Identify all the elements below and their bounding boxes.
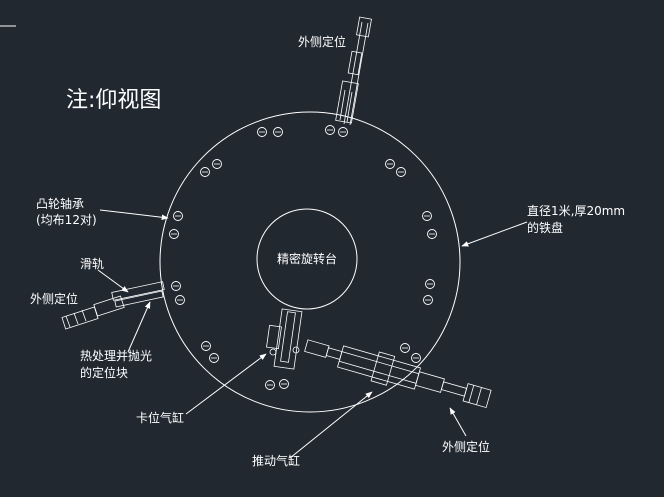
cam-bearing <box>273 127 283 137</box>
leader-heat-block <box>127 301 151 353</box>
label-outer-top: 外侧定位 <box>298 34 346 49</box>
top-outer-positioner <box>335 16 372 126</box>
cam-bearing <box>265 380 275 390</box>
push-cylinder <box>304 339 492 409</box>
cam-bearing <box>200 167 210 177</box>
leader-rail <box>97 269 129 293</box>
rotary-table <box>256 208 358 310</box>
cam-bearing-group <box>169 125 437 390</box>
cam-bearing <box>325 125 335 135</box>
label-plate: 直径1米,厚20mm <box>527 204 625 218</box>
label-outer-bottom: 外侧定位 <box>442 439 490 454</box>
cam-bearing <box>396 167 406 177</box>
iron-plate <box>159 111 461 413</box>
cam-bearing <box>411 353 421 363</box>
cam-bearing <box>169 229 179 239</box>
label-clamp-cylinder: 卡位气缸 <box>136 410 184 425</box>
leader-cam-bearing <box>99 209 169 221</box>
cam-bearing <box>171 281 181 291</box>
cam-bearing <box>209 353 219 363</box>
label-cam-bearing-count: (均布12对) <box>36 213 97 227</box>
cam-bearing <box>427 229 437 239</box>
cam-bearing <box>425 279 435 289</box>
cam-bearing <box>423 295 433 305</box>
center-label: 精密旋转台 <box>277 251 337 266</box>
label-outer-left: 外侧定位 <box>30 291 78 306</box>
label-cam-bearing: 凸轮轴承 <box>36 196 84 211</box>
label-plate-2: 的铁盘 <box>527 220 563 235</box>
label-heat-block-2: 的定位块 <box>80 365 128 380</box>
cam-bearing <box>422 211 432 221</box>
left-rail-positioner <box>61 281 165 330</box>
cam-bearing <box>201 341 211 351</box>
leader-plate <box>461 221 528 247</box>
drawing-title: 注:仰视图 <box>66 88 161 113</box>
cam-bearing <box>385 159 395 169</box>
clamp-cylinder <box>266 308 303 370</box>
cam-bearing <box>257 127 267 137</box>
leader-outer-bottom <box>449 407 467 437</box>
cam-bearing <box>279 379 289 389</box>
cam-bearing <box>175 295 185 305</box>
cam-bearing <box>338 127 348 137</box>
cam-bearing <box>400 343 410 353</box>
leader-push-cylinder <box>289 391 373 459</box>
leader-clamp-cylinder <box>185 353 267 415</box>
cam-bearing <box>212 159 222 169</box>
label-rail: 滑轨 <box>80 257 104 271</box>
label-heat-block: 热处理并抛光 <box>80 348 152 363</box>
cam-bearing <box>173 211 183 221</box>
label-push-cylinder: 推动气缸 <box>252 453 300 468</box>
